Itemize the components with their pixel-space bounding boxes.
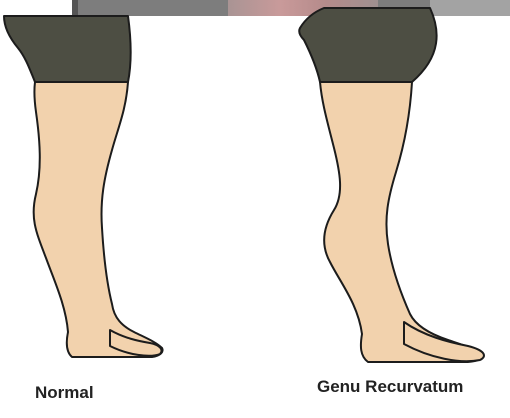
normal-label: Normal xyxy=(35,383,94,403)
normal-leg-skin xyxy=(34,82,163,357)
genu-leg-skin xyxy=(320,82,482,362)
genu-shorts xyxy=(299,8,436,82)
normal-shorts xyxy=(4,16,131,82)
genu-recurvatum-label: Genu Recurvatum xyxy=(317,377,463,397)
genu-recurvatum-leg xyxy=(299,8,484,362)
normal-leg xyxy=(4,16,163,357)
